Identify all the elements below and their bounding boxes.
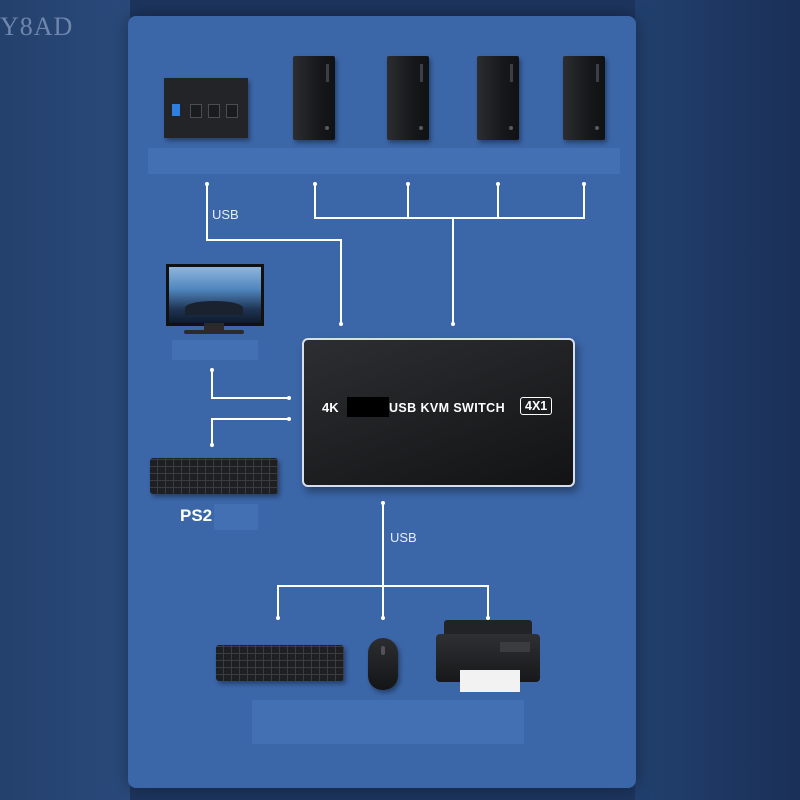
connector-dot (287, 396, 291, 400)
switch-port-badge: 4X1 (520, 397, 553, 415)
background-right (635, 0, 800, 800)
keyboard-icon (216, 645, 344, 681)
label-bar-top (148, 148, 620, 174)
wire (487, 585, 489, 617)
connector-dot (381, 616, 385, 620)
wire (407, 184, 409, 218)
switch-name: USB KVM SWITCH (389, 401, 506, 415)
wire (211, 370, 213, 398)
wire (211, 397, 289, 399)
wire (497, 184, 499, 218)
redaction-box (347, 397, 389, 417)
pc-tower-icon (387, 56, 429, 140)
label-bar-monitor (172, 340, 258, 360)
background-left (0, 0, 130, 800)
kvm-switch-icon (164, 78, 248, 138)
monitor-stand-base (184, 330, 244, 334)
switch-prefix: 4K (322, 400, 339, 415)
pc-tower-icon (563, 56, 605, 140)
ps2-label: PS2 (180, 506, 213, 525)
keyboard-icon (150, 458, 278, 494)
wire (277, 585, 489, 587)
mouse-icon (368, 638, 398, 690)
wire (314, 217, 585, 219)
wire (340, 239, 342, 323)
wire (211, 418, 213, 444)
connector-dot (210, 443, 214, 447)
connector-dot (339, 322, 343, 326)
wire (583, 184, 585, 218)
label-bar-bottom (252, 700, 524, 744)
usb-label-bottom: USB (390, 530, 417, 545)
wire (382, 503, 384, 618)
connector-dot (451, 322, 455, 326)
printer-icon (436, 620, 540, 692)
label-bar-ps2 (214, 504, 258, 530)
wire (452, 218, 454, 324)
wire (277, 585, 279, 617)
wire (211, 418, 289, 420)
monitor-icon (166, 264, 264, 326)
wire (206, 239, 342, 241)
pc-tower-icon (293, 56, 335, 140)
pc-tower-icon (477, 56, 519, 140)
wire (206, 184, 208, 240)
connector-dot (276, 616, 280, 620)
kvm-switch-device: 4K USB KVM SWITCH 4X1 (302, 338, 575, 487)
usb-label-top: USB (212, 207, 239, 222)
watermark: Y8AD (0, 12, 74, 41)
connector-dot (287, 417, 291, 421)
monitor-stand (204, 323, 224, 331)
connector-dot (486, 616, 490, 620)
wire (314, 184, 316, 218)
